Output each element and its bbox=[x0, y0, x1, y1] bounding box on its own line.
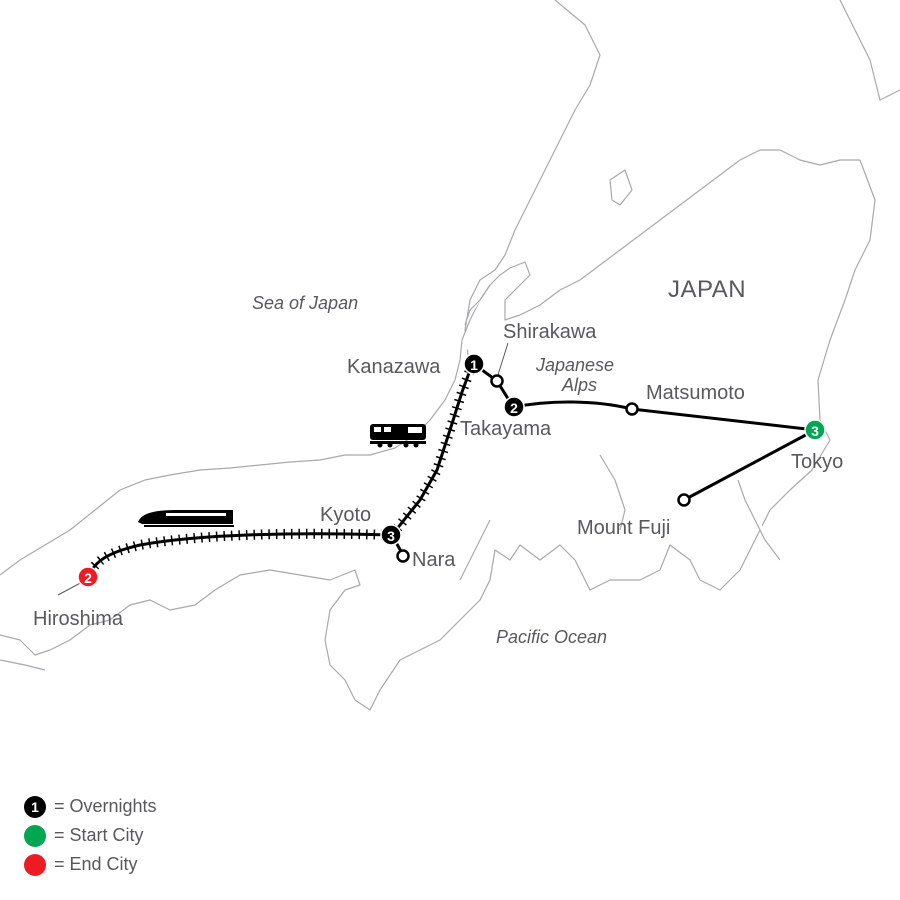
city-label-takayama: Takayama bbox=[460, 418, 552, 440]
city-label-kyoto: Kyoto bbox=[320, 504, 371, 526]
city-label-nara: Nara bbox=[412, 549, 456, 571]
marker-tokyo: 3 bbox=[804, 419, 826, 441]
marker-shirakawa bbox=[490, 374, 504, 388]
road-tokyo-fuji bbox=[683, 428, 816, 502]
marker-nara bbox=[396, 549, 410, 563]
marker-takayama: 2 bbox=[503, 396, 525, 418]
svg-text:3: 3 bbox=[387, 528, 395, 544]
marker-matsumoto bbox=[625, 402, 639, 416]
legend-item-end-city: = End City bbox=[24, 850, 157, 879]
rail-route-kyoto-hiroshima bbox=[86, 532, 391, 578]
city-label-hiroshima: Hiroshima bbox=[33, 608, 124, 630]
svg-text:1: 1 bbox=[470, 357, 478, 373]
svg-text:3: 3 bbox=[811, 423, 819, 439]
bullet-train-icon bbox=[138, 510, 234, 527]
rail-ties-kanazawa-kyoto bbox=[388, 363, 477, 539]
marker-kanazawa: 1 bbox=[463, 353, 485, 375]
japanese-alps-label-1: Japanese bbox=[535, 355, 614, 375]
landmass bbox=[0, 0, 900, 711]
leader-shirakawa bbox=[496, 342, 509, 379]
legend: 1 = Overnights = Start City = End City bbox=[24, 792, 157, 879]
legend-label: = Start City bbox=[54, 825, 144, 845]
train-icon bbox=[370, 424, 426, 448]
city-label-kanazawa: Kanazawa bbox=[347, 356, 441, 378]
legend-item-overnights: 1 = Overnights bbox=[24, 792, 157, 821]
sea-of-japan-label: Sea of Japan bbox=[252, 293, 358, 313]
pacific-ocean-label: Pacific Ocean bbox=[496, 627, 607, 647]
city-label-shirakawa: Shirakawa bbox=[503, 321, 597, 343]
svg-text:2: 2 bbox=[510, 400, 518, 416]
city-label-tokyo: Tokyo bbox=[791, 451, 843, 473]
legend-label: = Overnights bbox=[54, 796, 157, 816]
svg-text:2: 2 bbox=[84, 570, 92, 586]
end-city-marker-icon bbox=[24, 853, 46, 876]
country-label: JAPAN bbox=[668, 276, 746, 303]
map-labels: JAPAN Sea of Japan Pacific Ocean Japanes… bbox=[33, 276, 843, 647]
marker-kyoto: 3 bbox=[380, 524, 402, 546]
legend-item-start-city: = Start City bbox=[24, 821, 157, 850]
overnight-marker-icon: 1 bbox=[24, 795, 46, 818]
city-label-mount-fuji: Mount Fuji bbox=[577, 517, 670, 539]
marker-hiroshima: 2 bbox=[77, 566, 99, 588]
start-city-marker-icon bbox=[24, 824, 46, 847]
legend-label: = End City bbox=[54, 854, 138, 874]
stop-markers: 1 2 3 3 2 bbox=[77, 353, 826, 588]
marker-mount-fuji bbox=[677, 493, 691, 507]
japanese-alps-label-2: Alps bbox=[561, 375, 597, 395]
city-label-matsumoto: Matsumoto bbox=[646, 382, 745, 404]
